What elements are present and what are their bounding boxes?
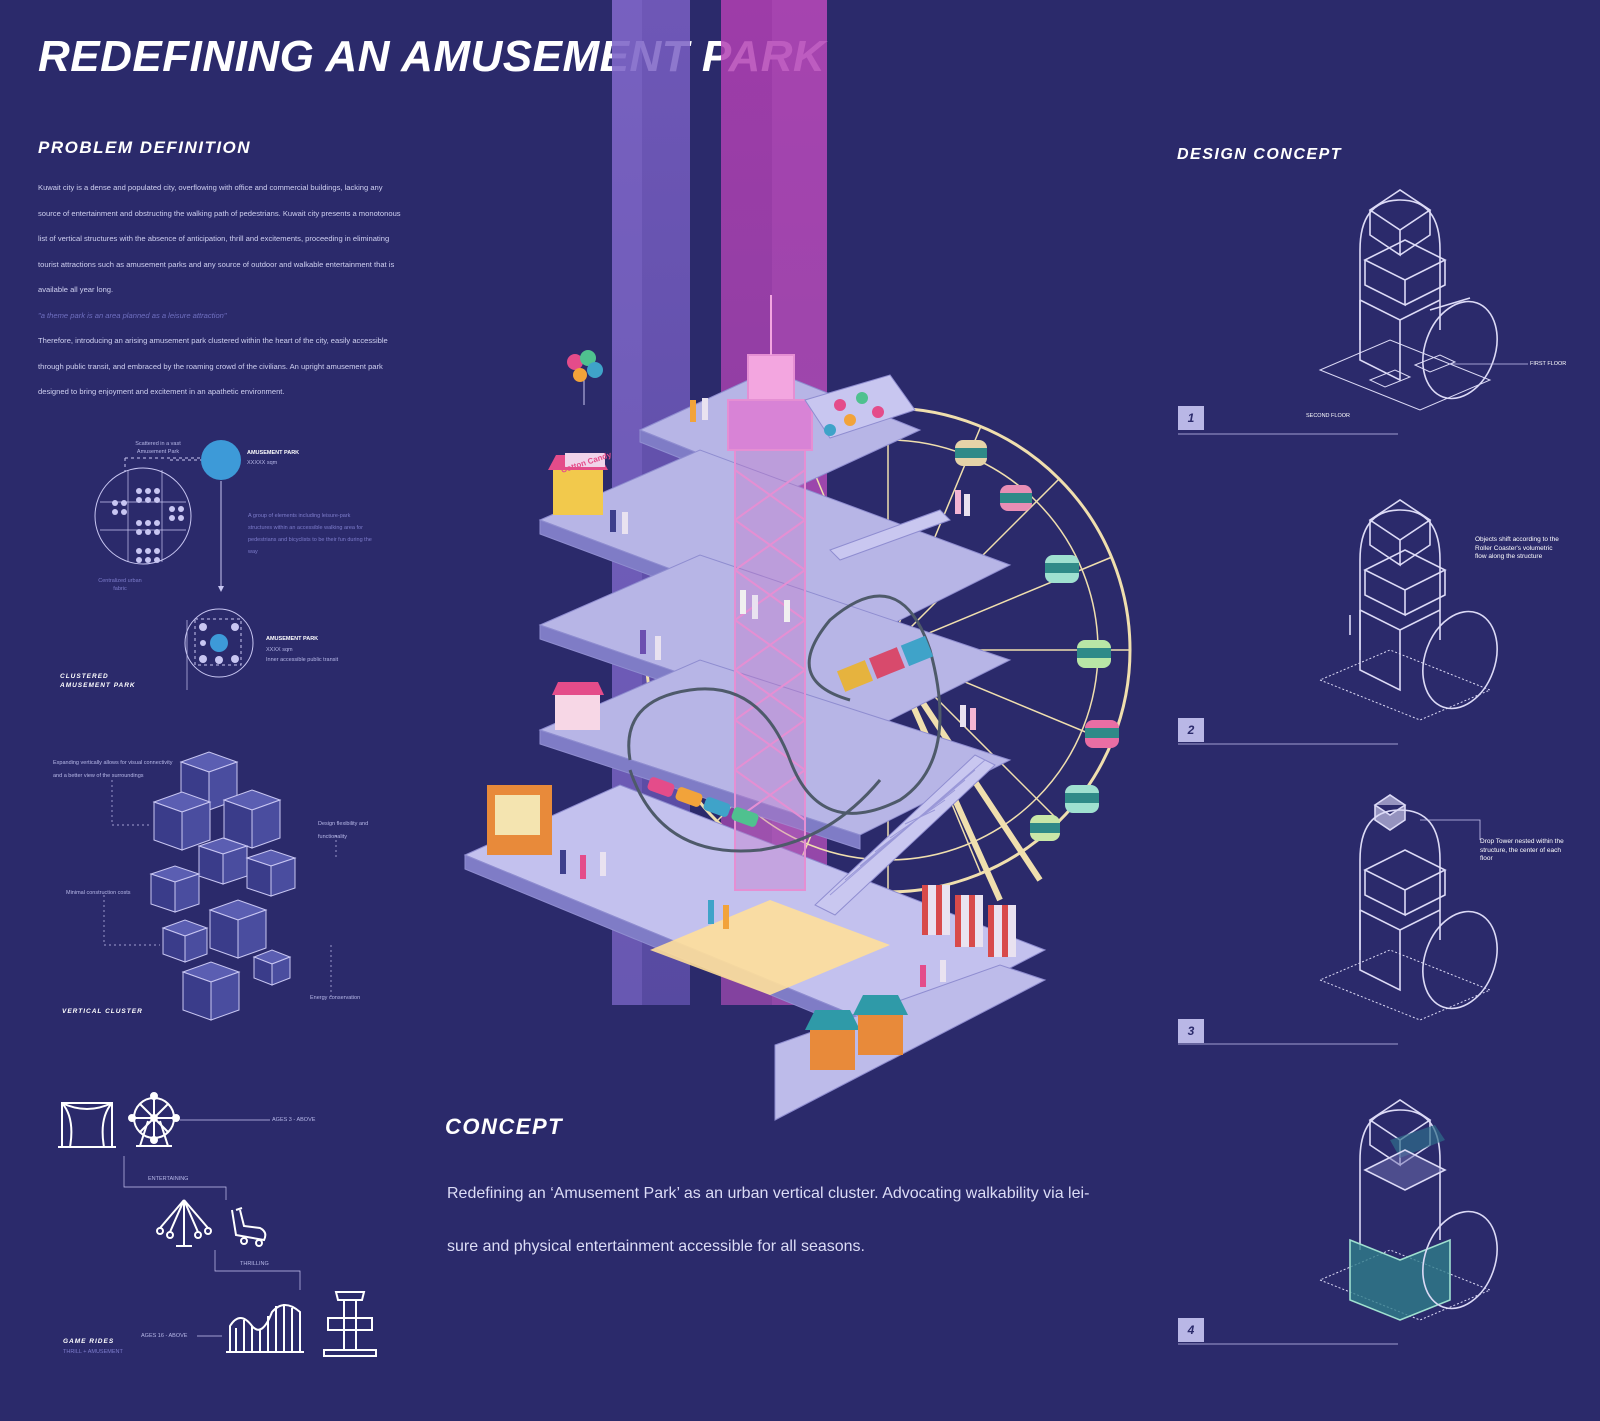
vertical-note-2: Design flexibility and functionality: [318, 821, 369, 840]
ferris-wheel-icon: [128, 1092, 180, 1147]
design-concept-heading: DESIGN CONCEPT: [1177, 146, 1343, 163]
clustered-heading-line1: CLUSTERED: [60, 673, 109, 680]
problem-heading: PROBLEM DEFINITION: [38, 138, 252, 157]
problem-text: Kuwait city is a dense and populated cit…: [38, 175, 403, 405]
cube: [161, 919, 209, 963]
problem-paragraph-2: Therefore, introducing an arising amusem…: [38, 336, 388, 396]
vertical-note-4: Energy conservation: [310, 995, 361, 1001]
cube: [152, 791, 212, 851]
train: [836, 635, 934, 692]
ferris-gondolas: [955, 440, 1119, 841]
design-step-2-number: 2: [1178, 718, 1204, 742]
amusement-park-blue-circle: [201, 440, 241, 480]
cluster-label-small-park-sub2: Inner accessible public transit: [266, 657, 339, 663]
cube: [252, 949, 292, 986]
cube: [181, 961, 241, 1021]
crowd: [560, 398, 976, 987]
concept-line-1: Redefining an ‘Amusement Park’ as an urb…: [447, 1185, 1090, 1202]
page-title: REDEFINING AN AMUSEMENT PARK: [38, 32, 826, 81]
park-floors: [463, 369, 1047, 1121]
cube: [197, 837, 249, 885]
design-step-1-diagram: [1318, 189, 1498, 411]
staircase: [814, 509, 996, 916]
clustered-heading: CLUSTERED AMUSEMENT PARK: [60, 672, 136, 690]
cluster-label-mid: A group of elements including leisure-pa…: [248, 513, 372, 555]
cluster-label-small-park-sub1: XXXX sqm: [266, 647, 293, 653]
problem-paragraph-1: Kuwait city is a dense and populated cit…: [38, 183, 401, 294]
vertical-cluster-heading: VERTICAL CLUSTER: [62, 1008, 143, 1015]
game-rides-heading: GAME RIDES: [63, 1338, 115, 1345]
game-rides-entertaining: ENTERTAINING: [148, 1176, 189, 1182]
cluster-label-park-sub: XXXXX sqm: [247, 460, 278, 466]
cluster-label-centralized: Centralized urban fabric: [98, 578, 142, 592]
drop-tower: [727, 295, 813, 891]
design-step-1-number: 1: [1178, 406, 1204, 430]
street-platform: [774, 964, 1047, 1121]
design-step-3-annotation: Drop Tower nested within the structure, …: [1480, 838, 1564, 862]
street-carts: [805, 995, 908, 1070]
vertical-note-3: Minimal construction costs: [66, 890, 131, 896]
ticket-booths: [922, 885, 1016, 957]
design-step-4-number: 4: [1178, 1318, 1204, 1342]
first-floor-label: FIRST FLOOR: [1530, 361, 1567, 367]
design-step-2-annotation: Objects shift according to the Roller Co…: [1475, 536, 1559, 560]
design-step-3-diagram: [1318, 794, 1498, 1021]
problem-quote: "a theme park is an area planned as a le…: [38, 310, 227, 320]
bumper-cars: [804, 374, 916, 439]
scattered-park-circle: [94, 467, 192, 565]
design-step-3-number: 3: [1178, 1019, 1204, 1043]
concept-line-2: sure and physical entertainment accessib…: [447, 1238, 865, 1255]
concept-text: Redefining an ‘Amusement Park’ as an urb…: [447, 1167, 1147, 1273]
roller-coaster-cars: [647, 777, 759, 827]
cube: [149, 865, 201, 913]
clustered-heading-line2: AMUSEMENT PARK: [60, 682, 136, 689]
concept-heading: CONCEPT: [445, 1114, 564, 1139]
second-floor-label: SECOND FLOOR: [1306, 413, 1351, 419]
balloons: [567, 350, 603, 405]
roller-coaster-icon: [226, 1304, 304, 1353]
game-rides-age-top: AGES 3 - ABOVE: [272, 1117, 316, 1123]
cluster-label-small-park: AMUSEMENT PARK: [266, 636, 319, 642]
theater-icon: [58, 1102, 116, 1148]
cluster-label-scattered: Scattered in a vast Amusement Park: [135, 441, 181, 455]
food-kiosks: [487, 453, 608, 855]
drop-tower-icon: [323, 1291, 377, 1357]
game-rides-subheading: THRILL + AMUSEMENT: [63, 1349, 123, 1355]
cluster-label-park: AMUSEMENT PARK: [247, 450, 300, 456]
vertical-note-1: Expanding vertically allows for visual c…: [53, 760, 173, 779]
cube: [208, 899, 268, 959]
swing-ride-icon: [156, 1199, 212, 1247]
bumper-car-icon: [231, 1207, 267, 1247]
roller-coaster-track: [627, 594, 942, 853]
cube: [245, 849, 297, 897]
cube: [222, 789, 282, 849]
game-rides-thrilling: THRILLING: [240, 1261, 269, 1267]
design-step-2-diagram: [1318, 499, 1498, 721]
design-step-4-diagram: [1318, 1099, 1498, 1321]
game-rides-age-bottom: AGES 16 - ABOVE: [141, 1333, 188, 1339]
